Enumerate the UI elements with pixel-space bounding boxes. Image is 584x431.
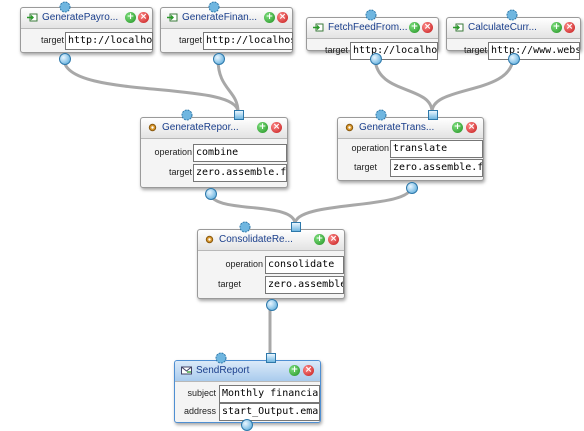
maximize-icon[interactable]: +: [289, 365, 300, 376]
close-icon[interactable]: ×: [466, 122, 477, 133]
cog-anchor-icon: [506, 9, 518, 21]
operation-input[interactable]: combine: [193, 144, 287, 162]
target-input[interactable]: http://www.webservicex: [488, 42, 580, 60]
close-icon[interactable]: ×: [138, 12, 149, 23]
module-send-report[interactable]: SendReport + × subject Monthly financial…: [174, 360, 321, 423]
gear-icon: [148, 123, 157, 132]
target-input[interactable]: http://localhost:8080: [203, 32, 293, 50]
module-consolidate-report[interactable]: ConsolidateRe... + × operation consolida…: [197, 229, 345, 311]
target-input[interactable]: http://localhost:8080: [65, 32, 153, 50]
module-calculate-currency[interactable]: CalculateCurr... + × target http://www.w…: [446, 17, 581, 65]
close-icon[interactable]: ×: [328, 234, 339, 245]
maximize-icon[interactable]: +: [452, 122, 463, 133]
input-port[interactable]: [428, 110, 438, 120]
output-port[interactable]: [241, 419, 253, 431]
wire-financial-to-report: [216, 57, 240, 114]
field-label-target: target: [463, 45, 487, 55]
field-label-target: target: [217, 279, 241, 289]
arrow-into-box-icon: [27, 13, 38, 22]
output-port[interactable]: [59, 53, 71, 65]
module-header[interactable]: FetchFeedFrom... + ×: [307, 18, 438, 39]
gear-icon: [345, 123, 354, 132]
module-title: GenerateTrans...: [359, 122, 435, 133]
wire-currency-to-translation: [430, 55, 515, 114]
module-generate-translation[interactable]: GenerateTrans... + × operation translate…: [337, 117, 484, 194]
output-port[interactable]: [406, 182, 418, 194]
module-header[interactable]: SendReport + ×: [175, 361, 320, 382]
cog-anchor-icon: [59, 1, 71, 13]
input-port[interactable]: [291, 222, 301, 232]
close-icon[interactable]: ×: [422, 22, 433, 33]
maximize-icon[interactable]: +: [264, 12, 275, 23]
output-port[interactable]: [205, 188, 217, 200]
cog-anchor-icon: [215, 352, 227, 364]
module-generate-payroll[interactable]: GeneratePayro... + × target http://local…: [20, 7, 153, 65]
cog-anchor-icon: [208, 1, 220, 13]
field-label-operation: operation: [154, 147, 192, 157]
module-title: CalculateCurr...: [468, 22, 537, 33]
arrow-into-box-icon: [453, 23, 464, 32]
module-generate-report[interactable]: GenerateRepor... + × operation combine t…: [140, 117, 288, 200]
module-fetch-feed[interactable]: FetchFeedFrom... + × target http://local…: [306, 17, 439, 65]
field-label-target: target: [353, 162, 377, 172]
gear-icon: [205, 235, 214, 244]
target-input[interactable]: zero.assemble.flow: [265, 276, 344, 294]
maximize-icon[interactable]: +: [409, 22, 420, 33]
close-icon[interactable]: ×: [564, 22, 575, 33]
target-input[interactable]: http://localhost:8080: [350, 42, 438, 60]
module-header[interactable]: GenerateRepor... + ×: [141, 118, 287, 139]
maximize-icon[interactable]: +: [125, 12, 136, 23]
wire-feed-to-translation: [373, 55, 434, 114]
maximize-icon[interactable]: +: [257, 122, 268, 133]
field-label-subject: subject: [187, 388, 216, 398]
field-label-operation: operation: [351, 143, 389, 153]
module-generate-financial[interactable]: GenerateFinan... + × target http://local…: [160, 7, 293, 65]
maximize-icon[interactable]: +: [551, 22, 562, 33]
module-header[interactable]: GenerateTrans... + ×: [338, 118, 483, 139]
module-title: FetchFeedFrom...: [328, 22, 408, 33]
output-port[interactable]: [266, 299, 278, 311]
cog-anchor-icon: [239, 221, 251, 233]
module-header[interactable]: ConsolidateRe... + ×: [198, 230, 344, 251]
envelope-icon: [181, 366, 192, 375]
operation-input[interactable]: translate: [390, 140, 483, 158]
field-label-target: target: [40, 35, 64, 45]
output-port[interactable]: [213, 53, 225, 65]
field-label-address: address: [183, 406, 216, 416]
field-label-target: target: [324, 45, 348, 55]
module-title: SendReport: [196, 365, 250, 376]
module-title: GeneratePayro...: [42, 12, 119, 23]
input-port[interactable]: [266, 353, 276, 363]
target-input[interactable]: zero.assemble.flow: [193, 164, 287, 182]
operation-input[interactable]: consolidate: [265, 256, 344, 274]
field-label-operation: operation: [225, 259, 263, 269]
cog-anchor-icon: [181, 109, 193, 121]
close-icon[interactable]: ×: [277, 12, 288, 23]
wire-translation-to-consolidate: [293, 185, 413, 226]
wire-payroll-to-report: [62, 57, 240, 114]
close-icon[interactable]: ×: [303, 365, 314, 376]
module-header[interactable]: CalculateCurr... + ×: [447, 18, 580, 39]
module-title: GenerateFinan...: [182, 12, 258, 23]
field-label-target: target: [178, 35, 202, 45]
cog-anchor-icon: [365, 9, 377, 21]
maximize-icon[interactable]: +: [314, 234, 325, 245]
module-header[interactable]: GeneratePayro... + ×: [21, 8, 152, 29]
arrow-into-box-icon: [167, 13, 178, 22]
field-label-target: target: [168, 167, 192, 177]
module-title: ConsolidateRe...: [219, 234, 293, 245]
close-icon[interactable]: ×: [271, 122, 282, 133]
output-port[interactable]: [370, 53, 382, 65]
input-port[interactable]: [234, 110, 244, 120]
subject-input[interactable]: Monthly financial report: [219, 385, 320, 403]
target-input[interactable]: zero.assemble.flow: [390, 159, 483, 177]
module-title: GenerateRepor...: [162, 122, 239, 133]
address-input[interactable]: start_Output.email: [219, 403, 320, 421]
module-header[interactable]: GenerateFinan... + ×: [161, 8, 292, 29]
output-port[interactable]: [508, 53, 520, 65]
cog-anchor-icon: [375, 109, 387, 121]
arrow-into-box-icon: [313, 23, 324, 32]
wire-report-to-consolidate: [208, 190, 297, 226]
